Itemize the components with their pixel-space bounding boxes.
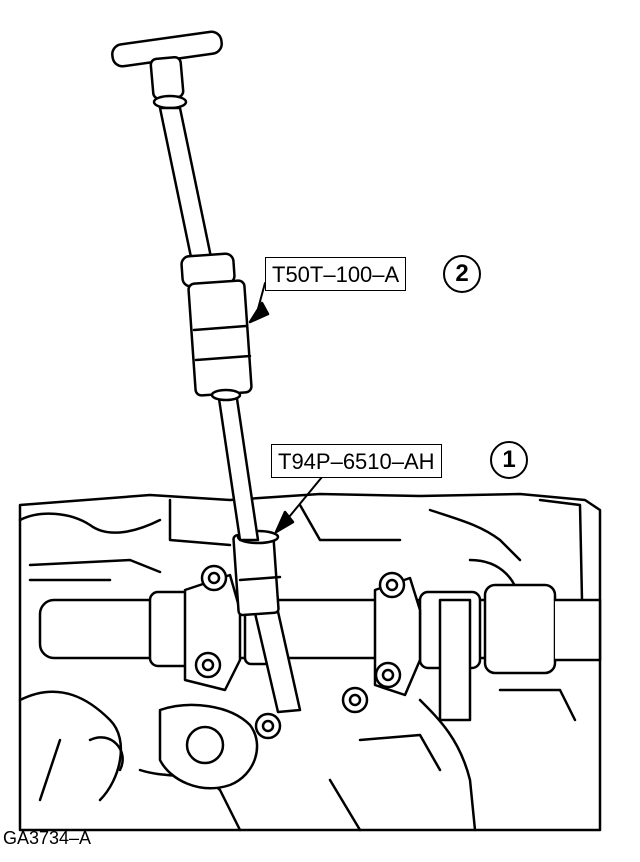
- bearing-cap-right: [373, 571, 422, 697]
- callout-label-tool-1: T94P–6510–AH: [271, 444, 442, 478]
- callout-label-tool-2: T50T–100–A: [265, 257, 407, 291]
- bearing-cap-left: [183, 564, 242, 692]
- arrowhead-2: [248, 301, 270, 324]
- tool-t50t-100-a: [111, 30, 260, 542]
- rocker-arm: [158, 598, 472, 790]
- arrowhead-1: [274, 510, 295, 534]
- callout-number-1: 1: [490, 441, 528, 479]
- figure-id-label: GA3734–A: [3, 828, 92, 848]
- callout-number-2: 2: [443, 255, 481, 293]
